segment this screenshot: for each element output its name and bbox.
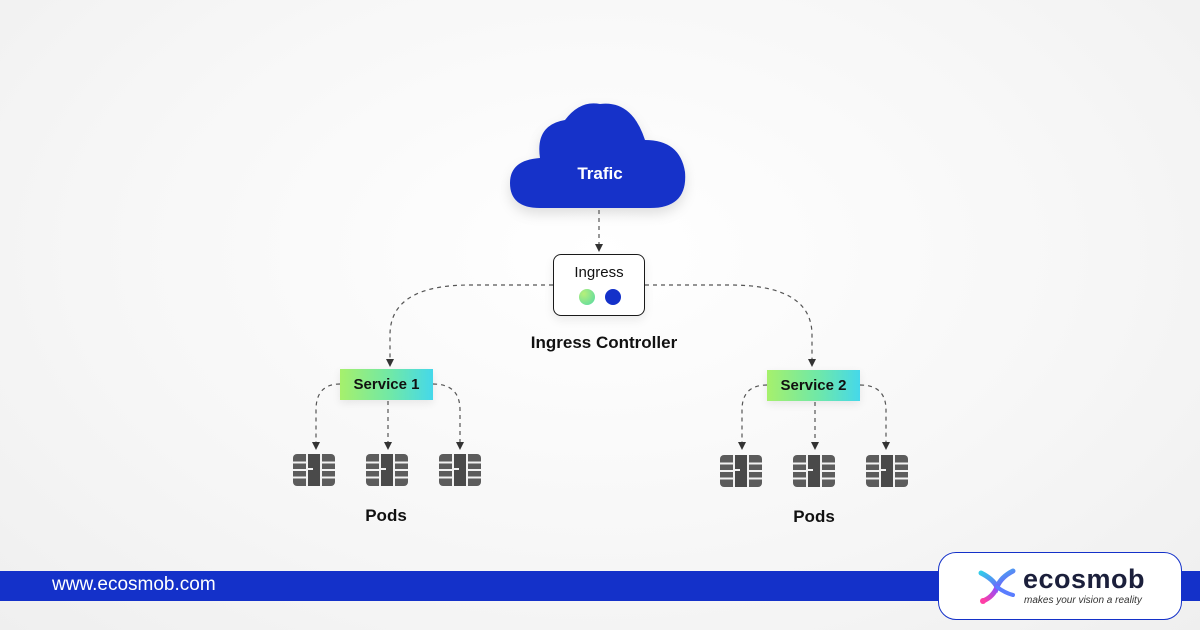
ingress-controller-caption: Ingress Controller bbox=[530, 333, 678, 352]
chip-icon bbox=[866, 455, 908, 487]
connector-service1-pod1 bbox=[312, 383, 341, 450]
chip-icon bbox=[439, 454, 481, 486]
chip-icon bbox=[720, 455, 762, 487]
service-2-box: Service 2 bbox=[767, 370, 860, 401]
ingress-box: Ingress bbox=[553, 254, 645, 316]
pods-label-2: Pods bbox=[793, 507, 835, 526]
ecosmob-logo-icon bbox=[978, 568, 1016, 604]
footer-url-link[interactable]: www.ecosmob.com bbox=[52, 574, 216, 595]
connector-service2-pod3 bbox=[859, 384, 890, 450]
status-dot-green bbox=[579, 289, 595, 305]
pods-label-1: Pods bbox=[365, 506, 407, 525]
cloud-label: Trafic bbox=[577, 164, 623, 183]
chip-icon bbox=[366, 454, 408, 486]
status-dot-blue bbox=[605, 289, 621, 305]
ingress-title: Ingress bbox=[574, 264, 624, 281]
brand-name: ecosmob bbox=[1023, 564, 1146, 594]
connector-ingress-service1 bbox=[386, 284, 553, 367]
connector-service2-pod1 bbox=[738, 384, 768, 450]
connector-service1-pod3 bbox=[432, 383, 464, 450]
brand-card[interactable]: ecosmob makes your vision a reality bbox=[938, 552, 1182, 620]
chip-icon bbox=[793, 455, 835, 487]
cloud-icon bbox=[510, 103, 686, 208]
service-1-label: Service 1 bbox=[353, 376, 420, 393]
service-2-label: Service 2 bbox=[780, 377, 847, 394]
brand-tagline: makes your vision a reality bbox=[1024, 595, 1142, 606]
connector-ingress-service2 bbox=[645, 284, 816, 367]
service-1-box: Service 1 bbox=[340, 369, 433, 400]
chip-icon bbox=[293, 454, 335, 486]
